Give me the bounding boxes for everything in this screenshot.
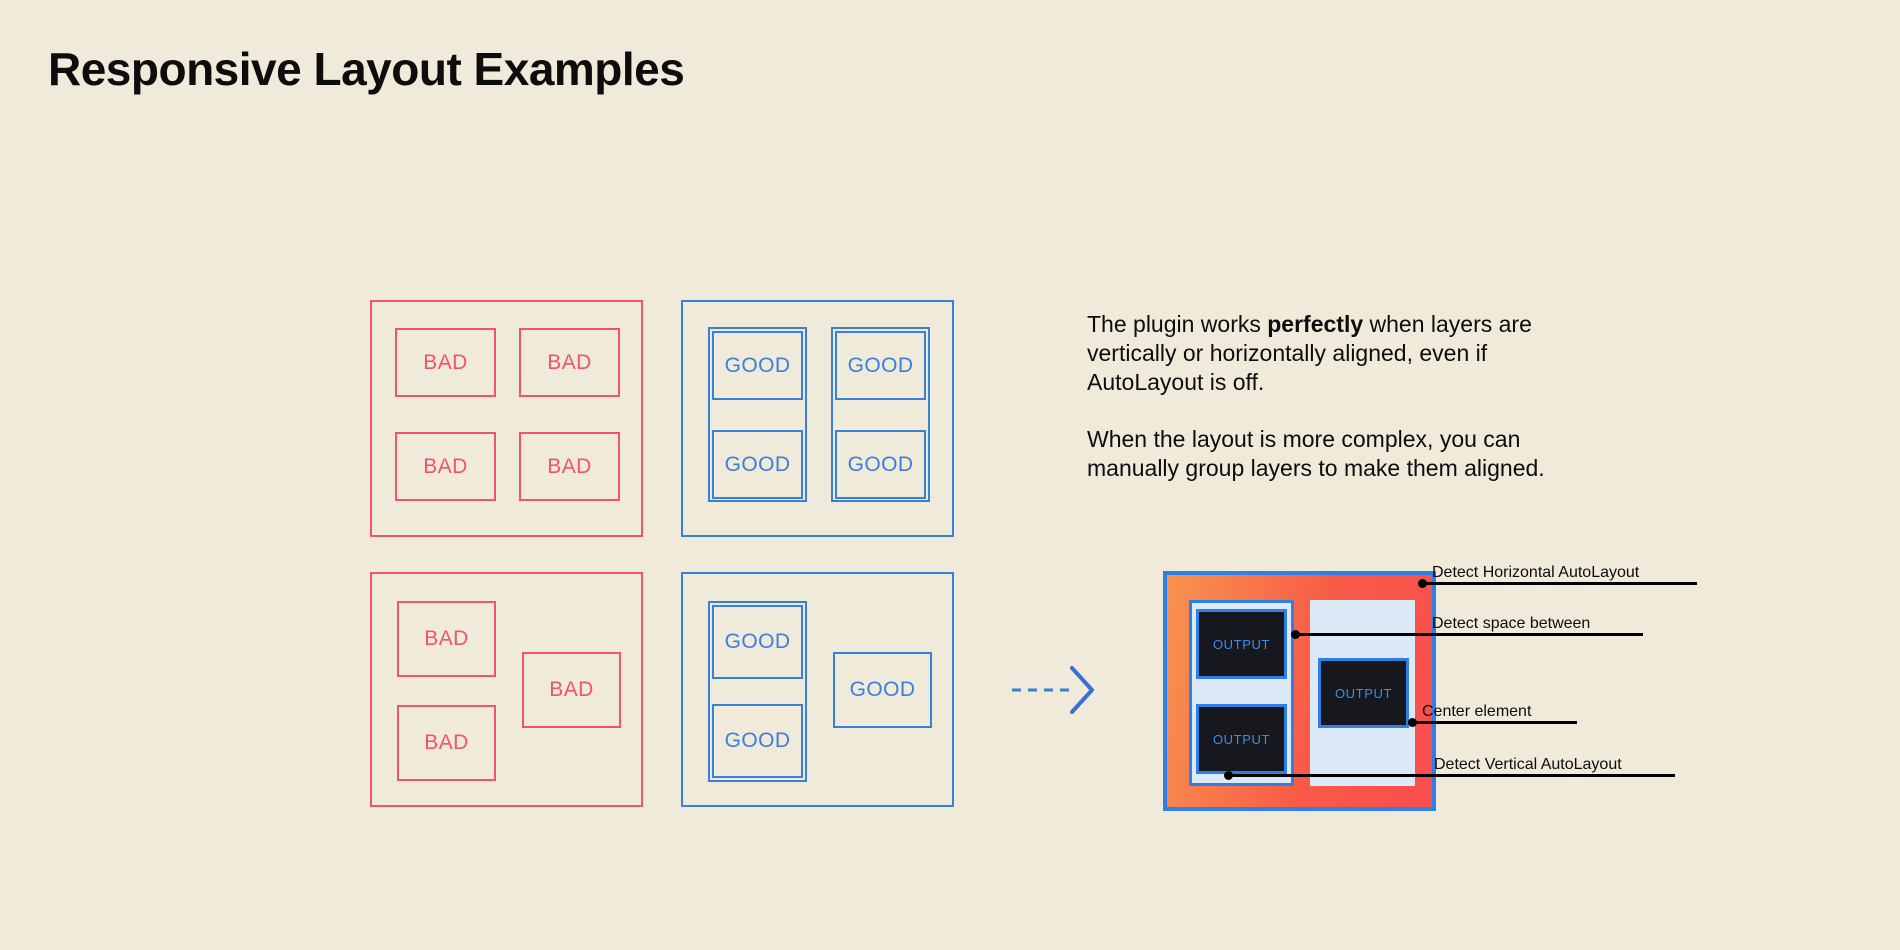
annotation-center-element: Center element (1408, 694, 1577, 727)
page-title: Responsive Layout Examples (48, 43, 685, 95)
example-item-label: GOOD (724, 353, 791, 377)
output-chip: OUTPUT (1196, 704, 1287, 774)
example-panel-good-complex: GOOD GOOD GOOD (681, 572, 954, 807)
description-paragraph-1: The plugin works perfectly when layers a… (1087, 310, 1557, 397)
example-item: BAD (395, 328, 496, 397)
description-text: The plugin works perfectly when layers a… (1087, 310, 1557, 483)
example-item-label: BAD (424, 731, 469, 754)
example-item-label: GOOD (849, 678, 916, 701)
example-item: BAD (522, 652, 621, 728)
example-item-label: BAD (424, 627, 469, 650)
description-paragraph-2: When the layout is more complex, you can… (1087, 426, 1545, 481)
example-item-label: GOOD (724, 452, 791, 476)
example-item: BAD (519, 432, 620, 501)
annotation-label: Detect space between (1432, 615, 1591, 632)
example-item: GOOD (835, 331, 926, 400)
example-item: GOOD (712, 430, 803, 499)
annotation-detect-vertical-autolayout: Detect Vertical AutoLayout (1224, 747, 1675, 780)
output-chip: OUTPUT (1196, 609, 1287, 679)
annotation-dot (1291, 630, 1300, 639)
example-item-label: GOOD (847, 452, 914, 476)
example-item: BAD (397, 601, 496, 677)
paragraph-1-tail: when layers are vertically or horizontal… (1087, 311, 1532, 395)
output-chip-label: OUTPUT (1212, 731, 1271, 747)
annotation-detect-space-between: Detect space between (1291, 606, 1643, 639)
paragraph-1-lead: The plugin works (1087, 311, 1268, 337)
example-item: GOOD (712, 704, 803, 778)
example-item: GOOD (712, 331, 803, 400)
output-chip: OUTPUT (1318, 658, 1409, 728)
annotation-label: Center element (1422, 703, 1532, 720)
example-item: GOOD (833, 652, 932, 728)
annotation-dot (1408, 718, 1417, 727)
annotation-label: Detect Vertical AutoLayout (1434, 756, 1622, 773)
dashed-arrow-right-icon (1010, 660, 1100, 725)
annotation-leader-line (1408, 718, 1577, 727)
annotation-leader-line (1291, 630, 1643, 639)
annotation-dot (1418, 579, 1427, 588)
layer-group-wrapper (708, 601, 807, 782)
annotation-dot (1224, 771, 1233, 780)
annotation-leader-line (1224, 771, 1675, 780)
example-panel-good-grid: GOOD GOOD GOOD GOOD (681, 300, 954, 537)
example-panel-bad-complex: BAD BAD BAD (370, 572, 643, 807)
example-item-label: GOOD (724, 630, 791, 653)
output-diagram: OUTPUT OUTPUT OUTPUT (1163, 571, 1436, 811)
example-item-label: BAD (547, 350, 592, 374)
example-item: BAD (395, 432, 496, 501)
example-item-label: BAD (423, 454, 468, 478)
example-item: BAD (519, 328, 620, 397)
annotation-label: Detect Horizontal AutoLayout (1432, 564, 1640, 581)
example-item-label: GOOD (847, 353, 914, 377)
example-item: BAD (397, 705, 496, 781)
annotation-leader-line (1418, 579, 1697, 588)
example-item-label: BAD (547, 454, 592, 478)
example-item: GOOD (835, 430, 926, 499)
layer-group-wrapper (708, 327, 807, 502)
output-chip-label: OUTPUT (1212, 636, 1271, 652)
output-chip-label: OUTPUT (1334, 685, 1393, 701)
example-panel-bad-grid: BAD BAD BAD BAD (370, 300, 643, 537)
example-item-label: BAD (549, 678, 594, 701)
paragraph-1-emphasis: perfectly (1267, 311, 1364, 337)
example-item-label: BAD (423, 350, 468, 374)
example-item-label: GOOD (724, 729, 791, 752)
annotation-detect-horizontal-autolayout: Detect Horizontal AutoLayout (1418, 555, 1697, 588)
layer-group-wrapper (831, 327, 930, 502)
example-item: GOOD (712, 605, 803, 679)
